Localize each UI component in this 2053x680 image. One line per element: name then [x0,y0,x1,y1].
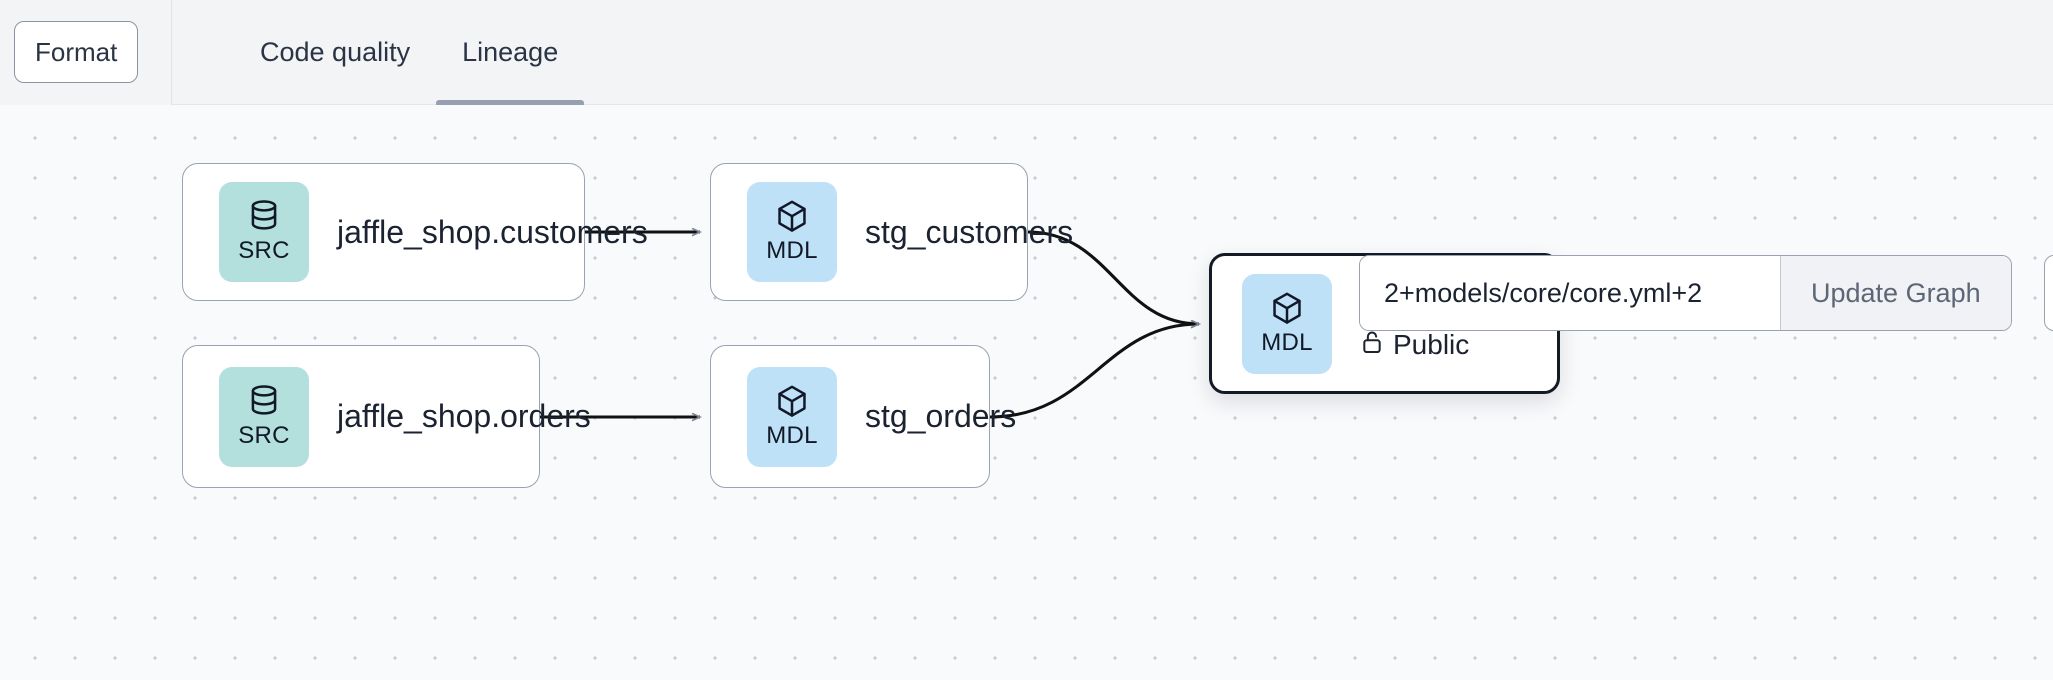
node-badge-src: SRC [219,182,309,282]
top-toolbar: Format Code quality Lineage [0,0,2053,105]
node-body: jaffle_shop.orders [337,398,591,435]
cube-icon [775,199,809,235]
format-button[interactable]: Format [14,21,139,83]
cube-icon [775,384,809,420]
lineage-node-src-orders[interactable]: SRC jaffle_shop.orders [182,345,591,488]
node-label: jaffle_shop.orders [337,398,591,434]
node-badge-mdl: MDL [747,366,837,467]
tab-lineage[interactable]: Lineage [436,0,585,105]
node-badge-mdl: MDL [747,182,837,282]
node-badge-mdl: MDL [1242,273,1332,374]
node-badge-label: MDL [1261,328,1313,356]
node-body: stg_orders [865,398,1016,435]
tab-code-quality[interactable]: Code quality [260,36,411,67]
node-badge-label: MDL [766,237,818,264]
offscreen-control-partial[interactable] [2044,255,2053,331]
node-label: stg_customers [865,213,1074,250]
node-badge-src: SRC [219,366,309,467]
graph-selector-input[interactable] [1360,256,1780,330]
format-button-zone: Format [0,0,172,105]
node-body: stg_customers [865,214,1073,251]
lineage-node-src-customers[interactable]: SRC jaffle_shop.customers [182,163,648,301]
graph-selector-group[interactable]: Update Graph [1359,255,2012,331]
node-badge-label: SRC [238,237,290,264]
node-label: jaffle_shop.customers [337,213,648,250]
cube-icon [1270,291,1304,327]
database-icon [247,384,281,420]
node-label: stg_orders [865,398,1017,434]
node-access-label: Public [1393,329,1470,360]
update-graph-button[interactable]: Update Graph [1780,256,2011,330]
node-body: jaffle_shop.customers [337,214,648,251]
tab-bar: Code quality Lineage [172,0,585,105]
node-access-row: Public [1360,329,1502,362]
lineage-node-stg-customers[interactable]: MDL stg_customers [710,163,1073,301]
node-badge-label: SRC [238,421,290,449]
database-icon [247,199,281,235]
lineage-node-stg-orders[interactable]: MDL stg_orders [710,345,1016,488]
node-badge-label: MDL [766,421,818,449]
edge-stg-orders-to-fct-orders [989,324,1199,419]
unlock-icon [1360,329,1384,362]
lineage-canvas[interactable]: SRC jaffle_shop.customers MDL stg_custom… [0,105,2053,680]
